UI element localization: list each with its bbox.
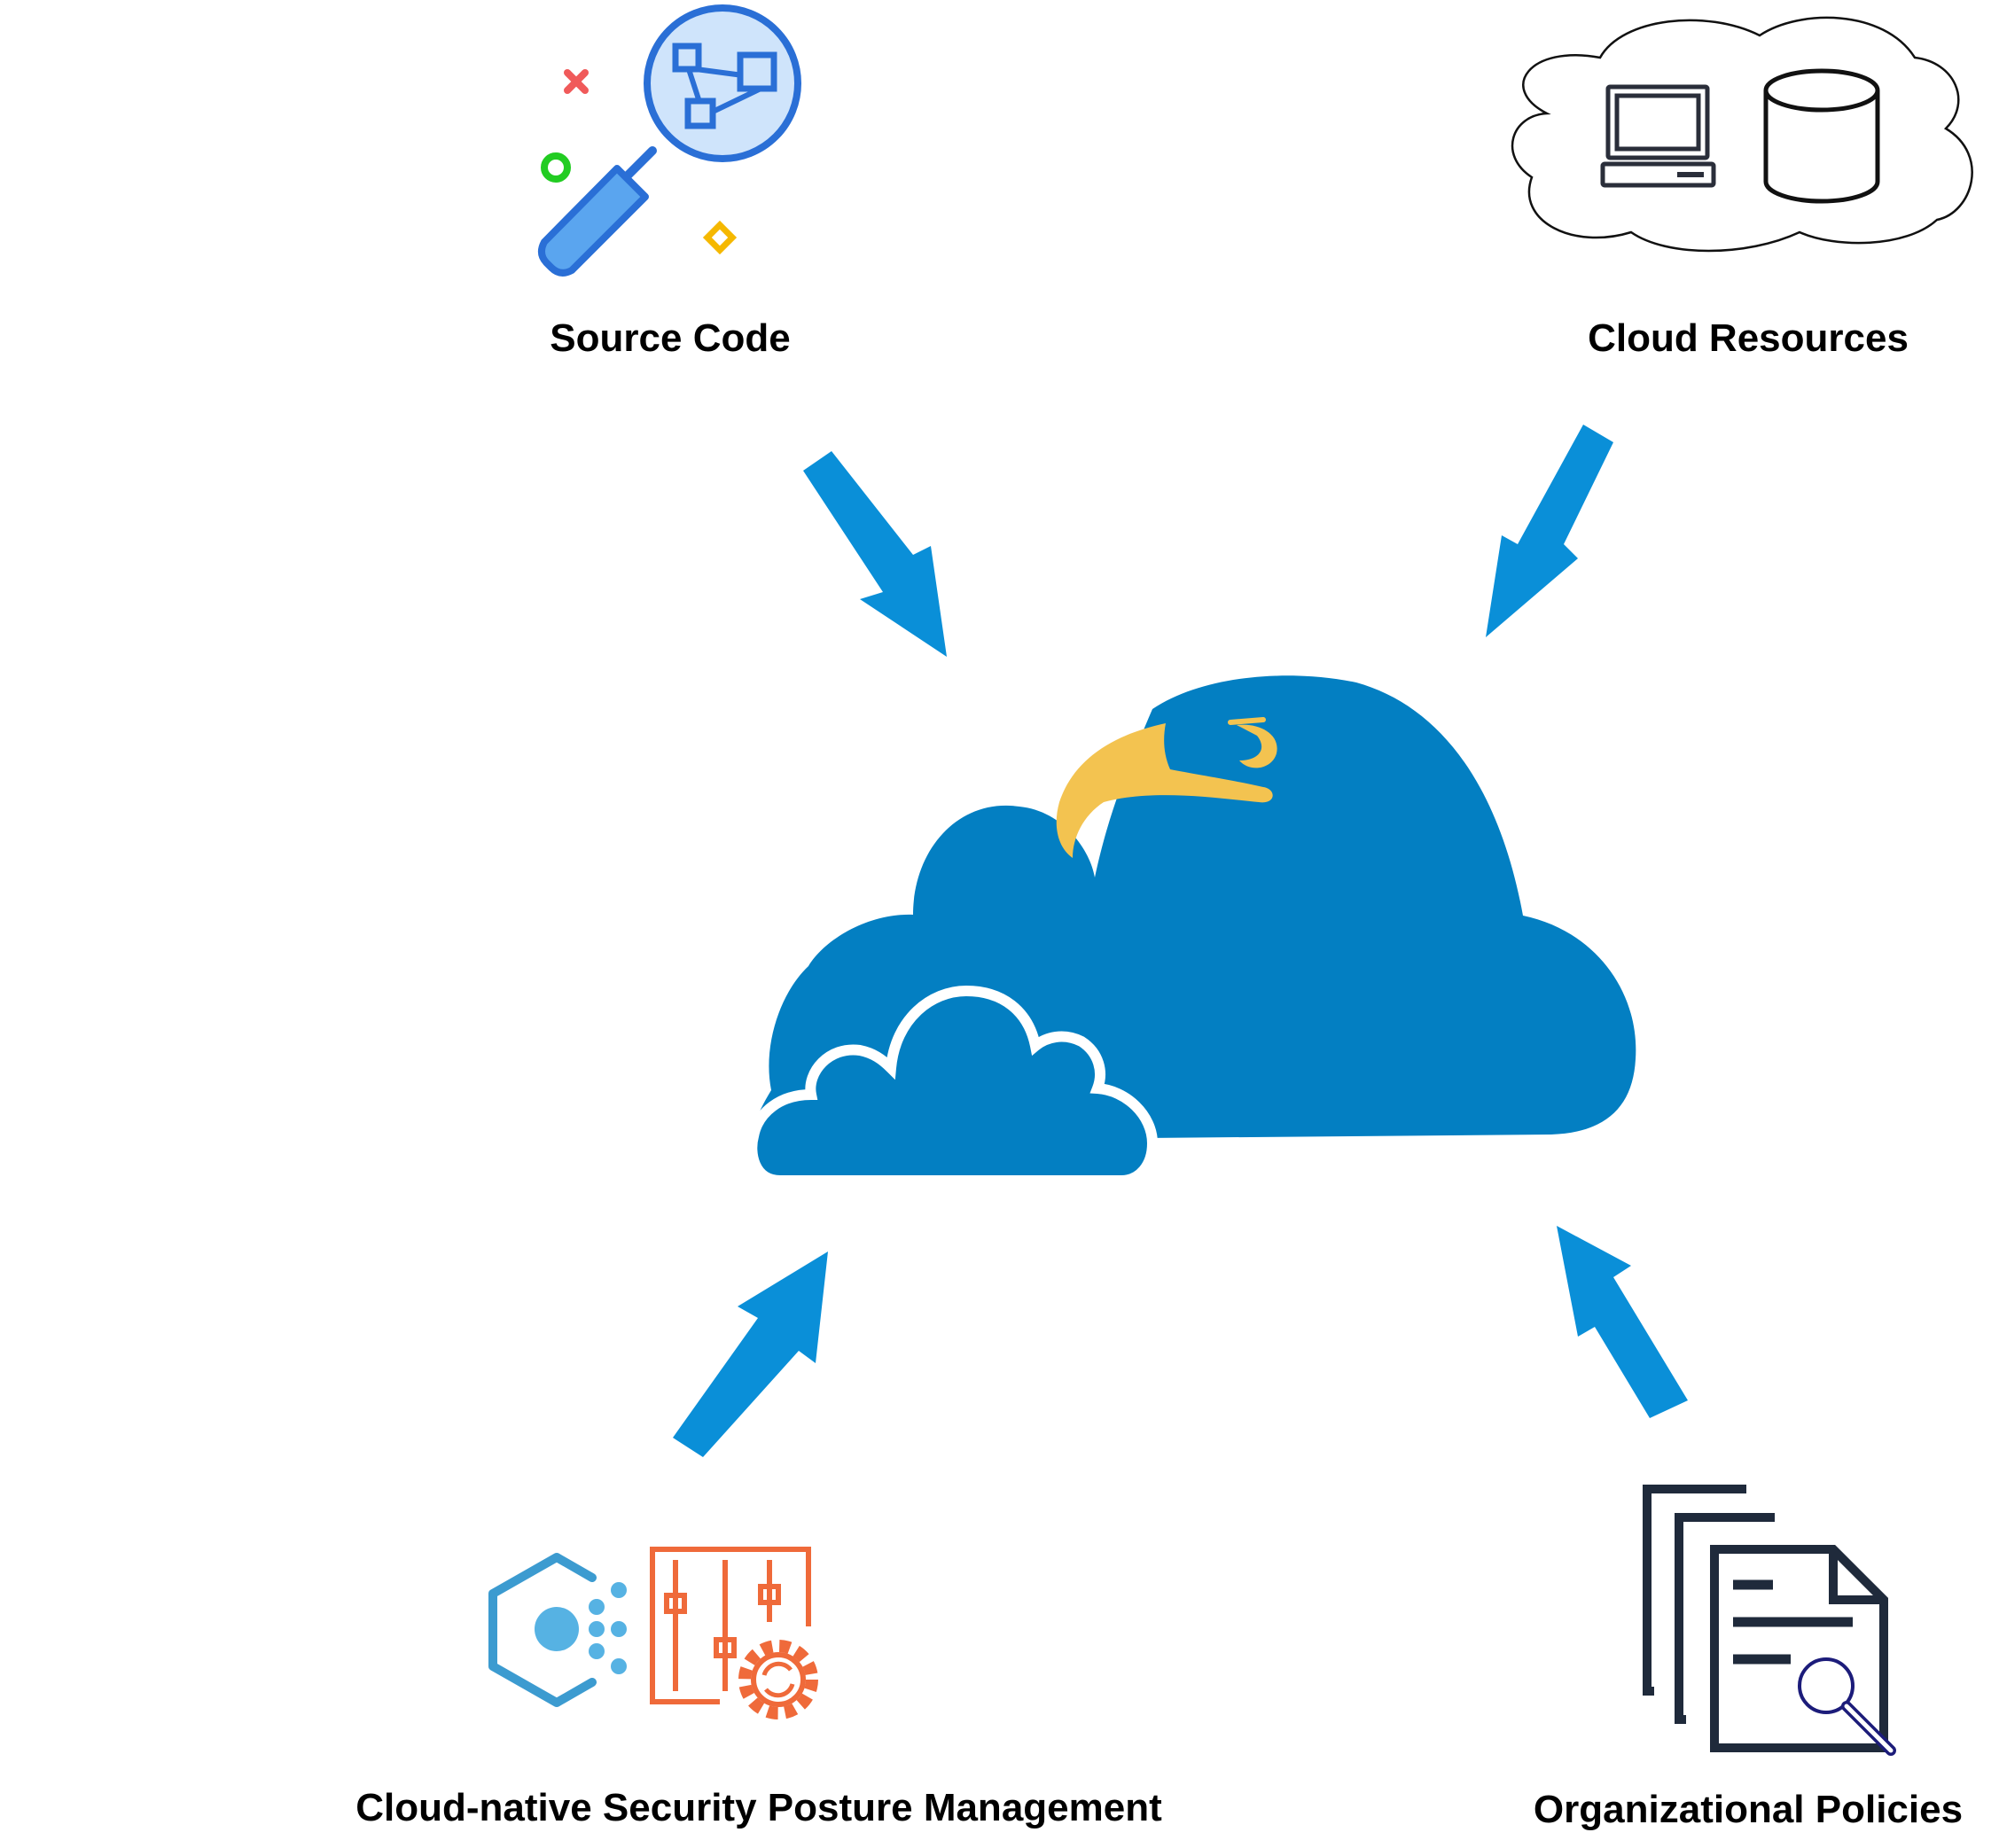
arrows <box>673 425 1688 1457</box>
arrow-from-cspm <box>673 1251 828 1457</box>
arrow-from-cloud-resources <box>1486 425 1613 637</box>
hexagon-bracket-icon <box>488 1553 597 1707</box>
green-ring-icon <box>541 152 571 183</box>
magnifier-handle <box>538 146 657 277</box>
control-panel-icon <box>650 1547 811 1704</box>
cspm-icon <box>488 1547 818 1719</box>
source-code-label: Source Code <box>550 316 791 360</box>
eagle-beak <box>1056 723 1273 858</box>
cloud-resources-label: Cloud Resources <box>1588 316 1909 360</box>
arrow-from-org-policies <box>1557 1226 1688 1418</box>
computer-icon <box>1600 84 1716 188</box>
eagle-eye <box>1237 724 1277 768</box>
outline-cloud-shape <box>1511 16 1973 253</box>
documents-search-icon <box>1643 1485 1896 1756</box>
source-code-icon <box>538 4 801 277</box>
database-icon <box>1763 68 1880 204</box>
small-cloud-shape <box>746 985 1159 1186</box>
search-icon <box>1798 1657 1896 1756</box>
arrow-from-source-code <box>803 451 947 657</box>
red-x-icon <box>564 69 589 94</box>
gear-icon <box>738 1640 818 1719</box>
yellow-diamond-icon <box>702 220 738 255</box>
org-policies-label: Organizational Policies <box>1533 1788 1964 1831</box>
cloud-resources-icon <box>1511 16 1973 253</box>
diagram-nodes <box>672 43 777 129</box>
eagle-cloud-logo <box>746 675 1636 1186</box>
cspm-label: Cloud-native Security Posture Management <box>355 1786 1162 1829</box>
